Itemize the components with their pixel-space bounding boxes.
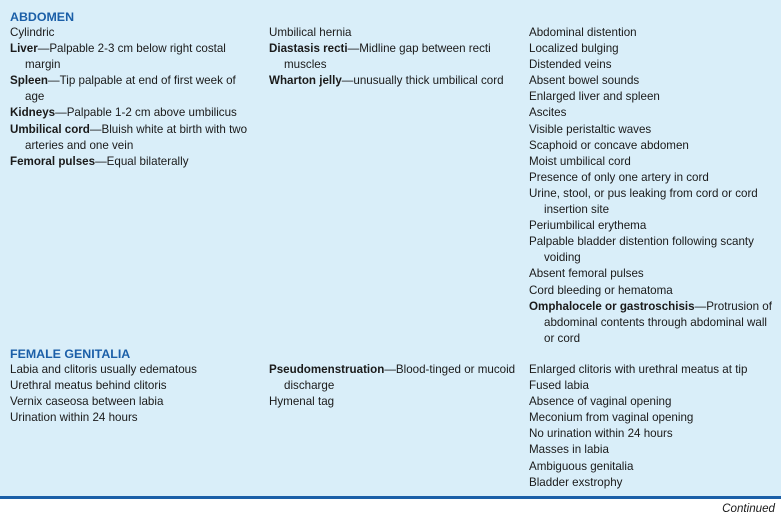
list-item: Fused labia <box>529 378 777 394</box>
list-item: Urine, stool, or pus leaking from cord o… <box>529 186 777 218</box>
item-text: Meconium from vaginal opening <box>529 411 694 425</box>
item-term: Spleen <box>10 74 49 88</box>
item-text: Fused labia <box>529 379 589 393</box>
item-text: Presence of only one artery in cord <box>529 170 709 184</box>
item-text: Scaphoid or concave abdomen <box>529 138 689 152</box>
list-item: Umbilical cord—Bluish white at birth wit… <box>10 122 254 154</box>
list-item: Pseudomenstruation—Blood-tinged or mucoi… <box>269 362 517 394</box>
list-item: Wharton jelly—unusually thick umbilical … <box>269 73 517 89</box>
list-item: Enlarged liver and spleen <box>529 89 777 105</box>
list-item: Omphalocele or gastroschisis—Protrusion … <box>529 299 777 347</box>
item-text: Vernix caseosa between labia <box>10 395 164 409</box>
item-text: Urination within 24 hours <box>10 411 138 425</box>
list-item: Labia and clitoris usually edematous <box>10 362 254 378</box>
section-title-female-genitalia: FEMALE GENITALIA <box>10 347 131 361</box>
list-item: Umbilical hernia <box>269 25 517 41</box>
item-text: Cord bleeding or hematoma <box>529 283 673 297</box>
item-text: —Bluish white at birth with two arteries… <box>25 122 248 152</box>
list-item: Ascites <box>529 105 777 121</box>
item-text: Distended veins <box>529 58 612 72</box>
list-item: Presence of only one artery in cord <box>529 170 777 186</box>
list-item: Hymenal tag <box>269 394 517 410</box>
list-item: Distended veins <box>529 57 777 73</box>
item-term: Femoral pulses <box>10 154 96 168</box>
item-text: Labia and clitoris usually edematous <box>10 363 197 376</box>
list-item: Enlarged clitoris with urethral meatus a… <box>529 362 777 378</box>
item-text: —unusually thick umbilical cord <box>341 74 504 88</box>
item-text: Hymenal tag <box>269 395 335 409</box>
item-term: Omphalocele or gastroschisis <box>529 299 695 313</box>
item-text: Masses in labia <box>529 443 609 457</box>
list-item: Visible peristaltic waves <box>529 122 777 138</box>
list-item: Meconium from vaginal opening <box>529 410 777 426</box>
item-text: —Midline gap between recti muscles <box>284 42 491 72</box>
list-item: Scaphoid or concave abdomen <box>529 138 777 154</box>
list-item: Periumbilical erythema <box>529 218 777 234</box>
list-item: Absent bowel sounds <box>529 73 777 89</box>
item-text: —Palpable 1-2 cm above umbilicus <box>55 106 237 120</box>
item-text: Urethral meatus behind clitoris <box>10 379 167 393</box>
item-text: Visible peristaltic waves <box>529 122 652 136</box>
item-text: Enlarged liver and spleen <box>529 90 660 104</box>
item-text: —Palpable 2-3 cm below right costal marg… <box>25 42 226 72</box>
item-text: Ambiguous genitalia <box>529 459 634 473</box>
item-text: Ascites <box>529 106 567 120</box>
list-item: Moist umbilical cord <box>529 154 777 170</box>
item-text: Absent bowel sounds <box>529 74 640 88</box>
list-item: Cord bleeding or hematoma <box>529 283 777 299</box>
section-title-abdomen: ABDOMEN <box>10 10 75 24</box>
continued-label: Continued <box>722 502 775 515</box>
list-item: Spleen—Tip palpable at end of first week… <box>10 73 254 105</box>
item-text: —Equal bilaterally <box>95 154 189 168</box>
item-text: Cylindric <box>10 26 55 39</box>
genitalia-common-variations: Pseudomenstruation—Blood-tinged or mucoi… <box>269 362 517 410</box>
list-item: Absent femoral pulses <box>529 266 777 282</box>
item-text: —Protrusion of abdominal contents throug… <box>544 299 772 345</box>
list-item: Diastasis recti—Midline gap between rect… <box>269 41 517 73</box>
item-text: Umbilical hernia <box>269 26 352 39</box>
item-term: Wharton jelly <box>269 74 342 88</box>
list-item: Vernix caseosa between labia <box>10 394 254 410</box>
item-text: Palpable bladder distention following sc… <box>529 235 754 265</box>
item-text: —Blood-tinged or mucoid discharge <box>284 363 516 393</box>
list-item: No urination within 24 hours <box>529 426 777 442</box>
item-text: Moist umbilical cord <box>529 154 631 168</box>
item-term: Kidneys <box>10 106 56 120</box>
item-text: —Tip palpable at end of first week of ag… <box>25 74 236 104</box>
list-item: Liver—Palpable 2-3 cm below right costal… <box>10 41 254 73</box>
item-text: No urination within 24 hours <box>529 427 673 441</box>
item-term: Diastasis recti <box>269 42 348 56</box>
list-item: Kidneys—Palpable 1-2 cm above umbilicus <box>10 105 254 121</box>
list-item: Urethral meatus behind clitoris <box>10 378 254 394</box>
list-item: Abdominal distention <box>529 25 777 41</box>
item-text: Enlarged clitoris with urethral meatus a… <box>529 363 748 376</box>
item-text: Absent femoral pulses <box>529 267 644 281</box>
list-item: Ambiguous genitalia <box>529 459 777 475</box>
item-term: Pseudomenstruation <box>269 363 385 376</box>
item-text: Periumbilical erythema <box>529 219 647 233</box>
list-item: Bladder exstrophy <box>529 475 777 491</box>
list-item: Urination within 24 hours <box>10 410 254 426</box>
item-term: Umbilical cord <box>10 122 90 136</box>
bottom-rule <box>0 496 781 499</box>
item-text: Absence of vaginal opening <box>529 395 672 409</box>
genitalia-potential-signs: Enlarged clitoris with urethral meatus a… <box>529 362 777 491</box>
item-text: Urine, stool, or pus leaking from cord o… <box>529 186 758 217</box>
list-item: Palpable bladder distention following sc… <box>529 234 777 266</box>
item-text: Abdominal distention <box>529 26 637 39</box>
list-item: Femoral pulses—Equal bilaterally <box>10 154 254 170</box>
list-item: Cylindric <box>10 25 254 41</box>
list-item: Masses in labia <box>529 442 777 458</box>
item-text: Bladder exstrophy <box>529 475 623 489</box>
item-term: Liver <box>10 42 38 56</box>
list-item: Localized bulging <box>529 41 777 57</box>
list-item: Absence of vaginal opening <box>529 394 777 410</box>
item-text: Localized bulging <box>529 42 619 56</box>
